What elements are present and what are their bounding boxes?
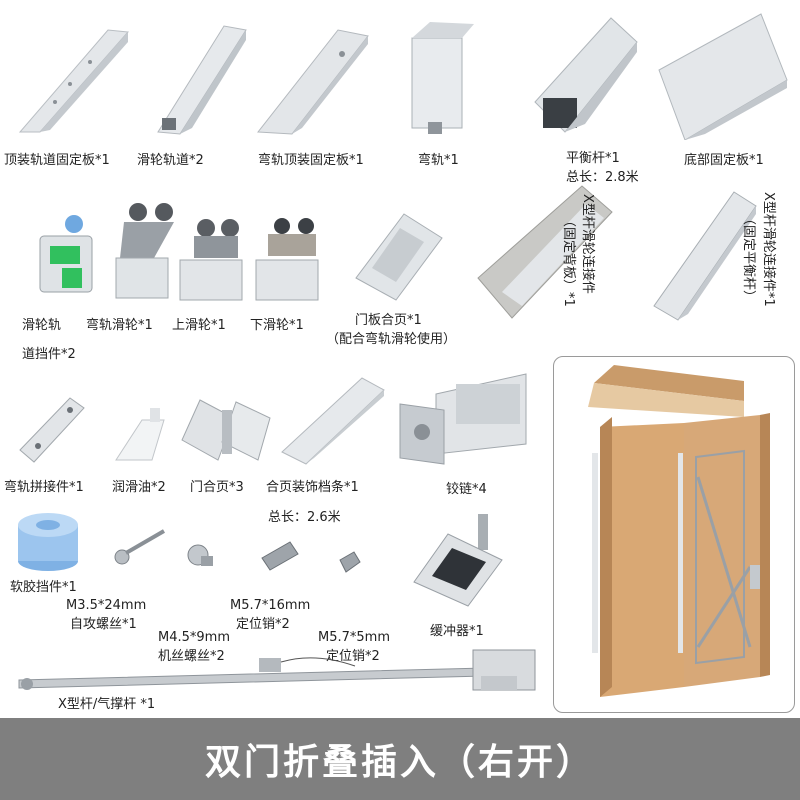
x-connector-back-note-text: （固定背板）*1 bbox=[561, 214, 576, 307]
door-hinge-image bbox=[181, 399, 271, 461]
pin-long-label: 定位销*2 bbox=[236, 617, 290, 632]
folding-door-illustration bbox=[588, 365, 770, 697]
x-connector-bar-label: X型杆滑轮连接件*1 bbox=[760, 192, 776, 307]
self-tapping-screw-image bbox=[114, 529, 166, 565]
x-connector-bar-note-text: （固定平衡杆） bbox=[741, 212, 756, 304]
door-hinge-plate-image bbox=[355, 213, 443, 301]
hinge-trim-image bbox=[281, 377, 385, 465]
x-connector-back-text: X型杆滑轮连接件 bbox=[580, 194, 595, 294]
pin-short-size: M5.7*5mm bbox=[318, 630, 390, 645]
stopper-image bbox=[39, 215, 93, 293]
pin-short-image bbox=[339, 551, 361, 573]
pin-long-image bbox=[261, 541, 299, 571]
top-plate-label: 顶装轨道固定板*1 bbox=[4, 153, 110, 168]
door-hinge-plate-label: 门板合页*1 bbox=[355, 313, 422, 328]
buffer-image bbox=[413, 514, 503, 607]
hinge-trim-label: 合页装饰档条*1 bbox=[266, 480, 359, 495]
x-connector-back-note: （固定背板）*1 bbox=[560, 214, 576, 307]
curve-track-image bbox=[411, 22, 474, 134]
x-bar-label: X型杆/气撑杆 *1 bbox=[58, 697, 156, 712]
machine-screw-image bbox=[187, 544, 213, 566]
balance-bar-label: 平衡杆*1 bbox=[566, 151, 620, 166]
curve-joint-image bbox=[19, 397, 85, 463]
x-connector-bar-note: （固定平衡杆） bbox=[740, 212, 756, 303]
machine-screw-label: 机丝螺丝*2 bbox=[158, 649, 225, 664]
buffer-label: 缓冲器*1 bbox=[430, 624, 484, 639]
balance-bar-length: 总长：2.8米 bbox=[566, 170, 639, 185]
balance-bar-image bbox=[534, 17, 638, 133]
footer-banner: 双门折叠插入（右开） bbox=[0, 718, 800, 800]
door-hinge-label: 门合页*3 bbox=[190, 480, 244, 495]
self-tapping-screw-size: M3.5*24mm bbox=[66, 598, 147, 613]
x-connector-back-image bbox=[477, 185, 613, 319]
curve-pulley-label: 弯轨滑轮*1 bbox=[86, 318, 153, 333]
lower-pulley-label: 下滑轮*1 bbox=[250, 318, 304, 333]
x-connector-bar-text: X型杆滑轮连接件*1 bbox=[761, 192, 776, 307]
bottom-plate-label: 底部固定板*1 bbox=[684, 153, 764, 168]
x-connector-bar-image bbox=[653, 191, 757, 321]
pulley-track-image bbox=[157, 25, 247, 135]
pin-short-label: 定位销*2 bbox=[326, 649, 380, 664]
door-hinge-plate-note: （配合弯轨滑轮使用） bbox=[326, 332, 457, 347]
upper-pulley-image bbox=[179, 219, 243, 301]
footer-title: 双门折叠插入（右开） bbox=[204, 742, 595, 783]
x-bar-image bbox=[18, 649, 536, 691]
lube-image bbox=[115, 408, 165, 461]
lube-label: 润滑油*2 bbox=[112, 480, 166, 495]
stopper-label-line1: 滑轮轨 bbox=[22, 318, 62, 333]
machine-screw-size: M4.5*9mm bbox=[158, 630, 230, 645]
pin-long-size: M5.7*16mm bbox=[230, 598, 311, 613]
lower-pulley-image bbox=[255, 218, 319, 301]
pulley-track-label: 滑轮轨道*2 bbox=[137, 153, 204, 168]
hinge-label: 铰链*4 bbox=[446, 482, 487, 497]
installed-door-photo bbox=[553, 356, 795, 713]
soft-stop-image bbox=[18, 513, 78, 571]
hinge-image bbox=[399, 373, 527, 465]
self-tapping-screw-label: 自攻螺丝*1 bbox=[70, 617, 137, 632]
curve-joint-label: 弯轨拼接件*1 bbox=[4, 480, 84, 495]
hinge-trim-length: 总长：2.6米 bbox=[268, 510, 341, 525]
bottom-plate-image bbox=[658, 13, 788, 140]
curve-pulley-image bbox=[115, 203, 174, 299]
x-connector-back-label: X型杆滑轮连接件 bbox=[579, 194, 595, 294]
top-plate-image bbox=[18, 29, 130, 133]
curve-top-plate-label: 弯轨顶装固定板*1 bbox=[258, 153, 364, 168]
upper-pulley-label: 上滑轮*1 bbox=[172, 318, 226, 333]
curve-track-label: 弯轨*1 bbox=[418, 153, 459, 168]
soft-stop-label: 软胶挡件*1 bbox=[10, 580, 77, 595]
stopper-label-line2: 道挡件*2 bbox=[22, 347, 76, 362]
curve-top-plate-image bbox=[257, 29, 369, 135]
